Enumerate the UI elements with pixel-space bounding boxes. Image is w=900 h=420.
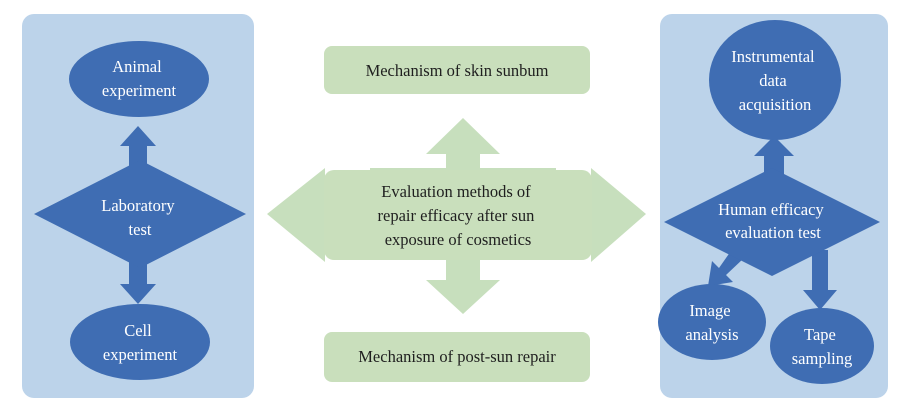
- laboratory-test-diamond: [34, 160, 246, 268]
- animal-experiment-label: Animal experiment: [102, 57, 177, 100]
- image-analysis-line-2: analysis: [685, 325, 738, 344]
- post-sun-repair-label: Mechanism of post-sun repair: [358, 347, 556, 366]
- instrumental-data-line-2: data: [759, 71, 787, 90]
- left-up-arrow: [120, 126, 156, 172]
- animal-experiment-line-2: experiment: [102, 81, 177, 100]
- instrumental-data-label: Instrumental data acquisition: [731, 47, 819, 114]
- post-sun-repair-box: [324, 332, 590, 382]
- image-analysis-ellipse: [658, 284, 766, 360]
- tape-sampling-line-2: sampling: [792, 349, 853, 368]
- image-analysis-line-1: Image: [689, 301, 730, 320]
- left-down-arrow: [120, 262, 156, 304]
- instrumental-data-line-1: Instrumental: [731, 47, 815, 66]
- center-title-line-3: exposure of cosmetics: [385, 230, 532, 249]
- human-efficacy-line-2: evaluation test: [725, 223, 821, 242]
- instrumental-data-line-3: acquisition: [739, 95, 811, 114]
- skin-sunburn-label: Mechanism of skin sunbum: [366, 61, 549, 80]
- cell-experiment-ellipse: [70, 304, 210, 380]
- center-title-line-1: Evaluation methods of: [381, 182, 531, 201]
- tape-sampling-label: Tape sampling: [792, 325, 853, 368]
- instrumental-data-ellipse: [709, 20, 841, 140]
- animal-experiment-ellipse: [69, 41, 209, 117]
- skin-sunburn-box: [324, 46, 590, 94]
- right-down-arrow: [803, 250, 837, 310]
- cell-experiment-label: Cell experiment: [103, 321, 178, 364]
- center-title-line-2: repair efficacy after sun: [378, 206, 535, 225]
- human-efficacy-label: Human efficacy evaluation test: [718, 200, 828, 242]
- human-efficacy-line-1: Human efficacy: [718, 200, 824, 219]
- animal-experiment-line-1: Animal: [112, 57, 162, 76]
- cell-experiment-line-2: experiment: [103, 345, 178, 364]
- image-analysis-label: Image analysis: [685, 301, 738, 344]
- right-up-arrow: [754, 136, 794, 178]
- tape-sampling-ellipse: [770, 308, 874, 384]
- laboratory-test-label: Laboratory test: [101, 196, 178, 239]
- laboratory-test-line-2: test: [129, 220, 152, 239]
- tape-sampling-line-1: Tape: [804, 325, 836, 344]
- center-title: Evaluation methods of repair efficacy af…: [378, 182, 539, 249]
- human-efficacy-diamond: [664, 168, 880, 276]
- center-box: [324, 170, 592, 260]
- laboratory-test-line-1: Laboratory: [101, 196, 175, 215]
- cell-experiment-line-1: Cell: [124, 321, 152, 340]
